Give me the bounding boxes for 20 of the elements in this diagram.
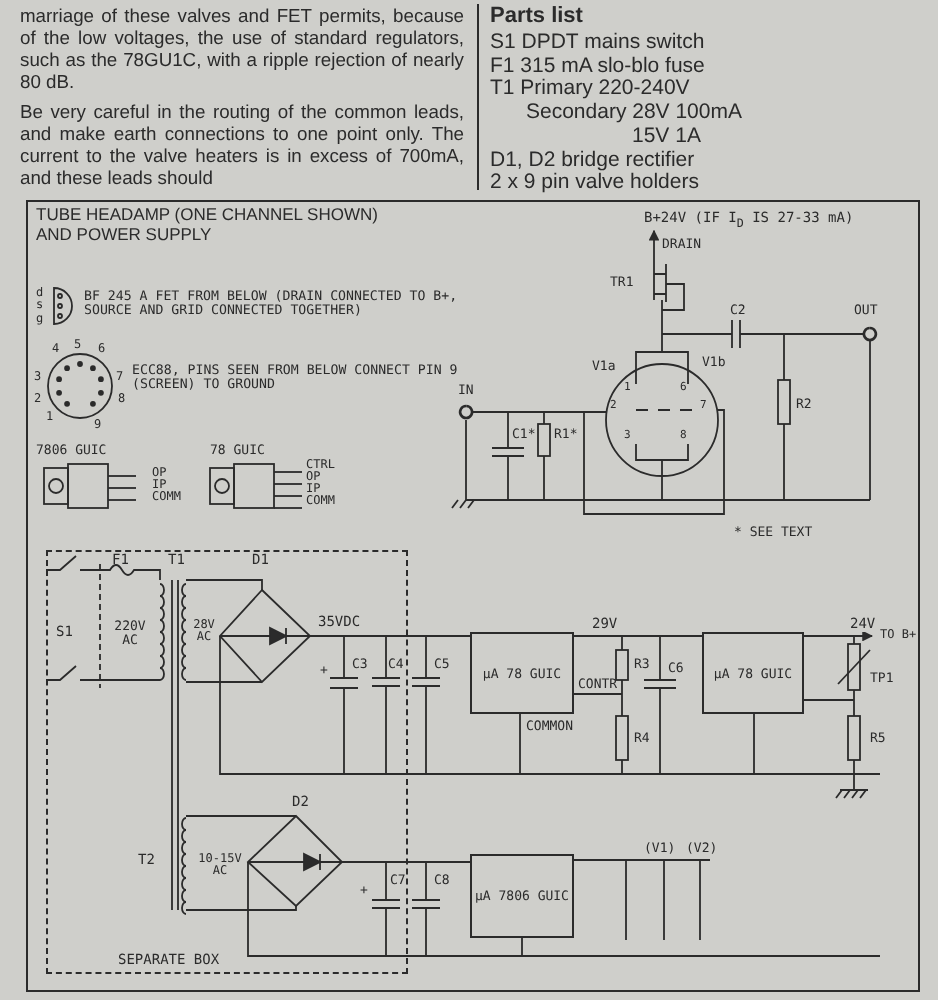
wire (407, 635, 471, 637)
arrow (803, 630, 874, 642)
regulator-block (702, 632, 804, 714)
parts-list-item: Secondary 28V 100mA (526, 102, 742, 125)
parts-list-item: S1 DPDT mains switch (490, 32, 705, 55)
parts-list-item: T1 Primary 220-240V (490, 78, 690, 101)
regulator-block (470, 854, 574, 938)
wire (407, 861, 471, 863)
figure-frame (26, 200, 920, 992)
parts-list-item: F1 315 mA slo-blo fuse (490, 56, 705, 78)
parts-list-heading: Parts list (490, 6, 583, 30)
body-paragraph: Be very careful in the routing of the common leads, and make earth connections to one point only. The current to the valve heaters is in excess of 700mA, and these leads should (20, 100, 464, 188)
parts-list-item: 15V 1A (632, 126, 701, 149)
diagram-title: TUBE HEADAMP (ONE CHANNEL SHOWN) AND POWER SUPPLY (36, 206, 380, 244)
parts-list-item: D1, D2 bridge rectifier (490, 150, 695, 172)
body-paragraph: marriage of these valves and FET permits, because of the low voltages, the use of standard regulators, such as the 78GU1C, with a ripple rejection of nearly 80 dB. (20, 4, 464, 92)
arrow (648, 229, 660, 271)
regulator-block (470, 632, 574, 714)
parts-list-item: 2 x 9 pin valve holders (490, 172, 699, 195)
wire (573, 635, 703, 637)
